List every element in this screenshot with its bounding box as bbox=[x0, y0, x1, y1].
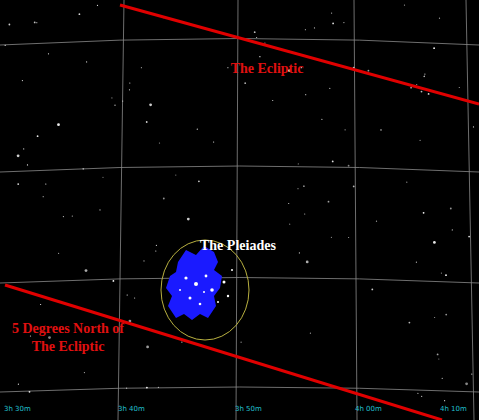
pleiades-nebulosity bbox=[166, 246, 222, 320]
ra-tick-label: 3h 40m bbox=[118, 405, 145, 413]
ra-tick-label: 3h 30m bbox=[4, 405, 31, 413]
ra-tick-label: 3h 50m bbox=[235, 405, 262, 413]
offset-label: 5 Degrees North of The Ecliptic bbox=[4, 320, 132, 356]
ecliptic-label: The Ecliptic bbox=[228, 60, 306, 78]
cluster-boundary bbox=[161, 240, 249, 340]
offset-ecliptic-line bbox=[5, 285, 442, 420]
ra-tick-label: 4h 10m bbox=[440, 405, 467, 413]
ecliptic-line bbox=[120, 5, 479, 104]
ra-tick-label: 4h 00m bbox=[355, 405, 382, 413]
cluster-label: The Pleiades bbox=[200, 238, 276, 254]
background-stars bbox=[5, 5, 475, 402]
pleiades-stars bbox=[179, 269, 233, 305]
